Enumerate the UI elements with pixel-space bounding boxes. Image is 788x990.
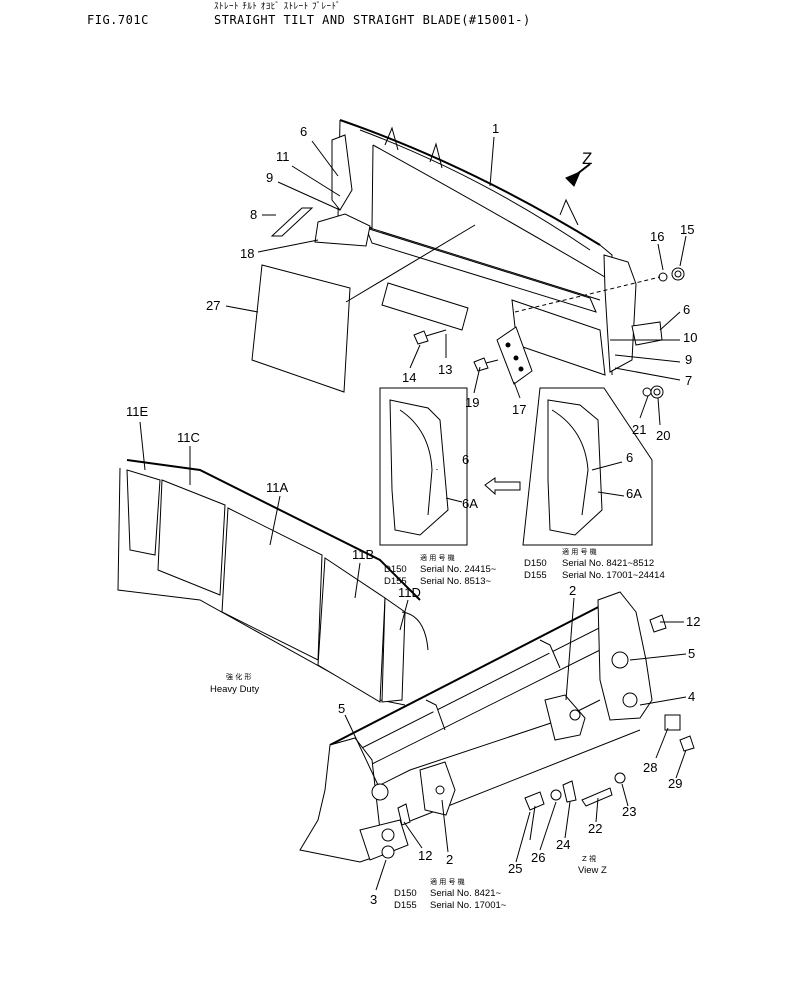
japanese-subtitle: ｽﾄﾚｰﾄ ﾁﾙﾄ ｵﾖﾋﾞ ｽﾄﾚｰﾄ ﾌﾞﾚｰﾄﾞ bbox=[214, 2, 341, 12]
callout-11: 11 bbox=[276, 149, 290, 164]
callout-1: 1 bbox=[492, 121, 499, 136]
callout-17: 17 bbox=[512, 402, 526, 417]
callout-24: 24 bbox=[556, 837, 570, 852]
figure-title: STRAIGHT TILT AND STRAIGHT BLADE(#15001-… bbox=[214, 13, 531, 27]
callout-3: 3 bbox=[370, 892, 377, 907]
heavy-duty-jp: 強 化 形 bbox=[226, 672, 251, 681]
serial-left-model-1: D150 bbox=[384, 564, 407, 575]
heavy-duty-text: Heavy Duty bbox=[210, 684, 259, 695]
callout-21: 21 bbox=[632, 422, 646, 437]
callout-11e: 11E bbox=[126, 404, 148, 419]
callout-11d: 11D bbox=[398, 585, 421, 600]
callout-7: 7 bbox=[685, 373, 692, 388]
view-z-marker: Z bbox=[582, 149, 592, 168]
callout-19: 19 bbox=[465, 395, 479, 410]
callout-12-left: 12 bbox=[418, 848, 432, 863]
callout-15: 15 bbox=[680, 222, 694, 237]
callout-6a-detail-left: 6A bbox=[462, 496, 478, 511]
view-z-text: View Z bbox=[578, 865, 607, 876]
callout-10: 10 bbox=[683, 330, 697, 345]
serial-bottom-model-2: D155 bbox=[394, 900, 417, 911]
lower-frame bbox=[299, 591, 695, 863]
callout-29: 29 bbox=[668, 776, 682, 791]
callout-18: 18 bbox=[240, 246, 254, 261]
callout-6: 6 bbox=[300, 124, 307, 139]
callout-11c: 11C bbox=[177, 430, 200, 445]
serial-left-text-2: Serial No. 8513~ bbox=[420, 576, 491, 587]
serial-right-text-1: Serial No. 8421~8512 bbox=[562, 558, 654, 569]
serial-note-bottom: 適 用 号 機 D150 Serial No. 8421~ D155 Seria… bbox=[394, 877, 507, 911]
callout-27: 27 bbox=[206, 298, 220, 313]
callout-2-top: 2 bbox=[569, 583, 576, 598]
serial-left-jp: 適 用 号 機 bbox=[420, 553, 455, 562]
callout-25: 25 bbox=[508, 861, 522, 876]
callout-9: 9 bbox=[266, 170, 273, 185]
callout-6-detail-left: 6 bbox=[462, 452, 469, 467]
detail-box-left bbox=[379, 387, 468, 546]
upper-blade bbox=[251, 119, 685, 399]
callout-16: 16 bbox=[650, 229, 664, 244]
serial-bottom-text-2: Serial No. 17001~ bbox=[430, 900, 507, 911]
callout-23: 23 bbox=[622, 804, 636, 819]
callout-13: 13 bbox=[438, 362, 452, 377]
callout-22: 22 bbox=[588, 821, 602, 836]
leader-lines bbox=[139, 136, 687, 891]
callout-11b: 11B bbox=[352, 547, 374, 562]
callout-6a-detail-right: 6A bbox=[626, 486, 642, 501]
serial-right-model-1: D150 bbox=[524, 558, 547, 569]
figure-number: FIG.701C bbox=[87, 13, 149, 27]
heavy-duty-note: 強 化 形 Heavy Duty bbox=[210, 672, 259, 695]
callout-28: 28 bbox=[643, 760, 657, 775]
callout-12-right: 12 bbox=[686, 614, 700, 629]
callout-5-left: 5 bbox=[338, 701, 345, 716]
callout-4: 4 bbox=[688, 689, 695, 704]
view-z-jp: Z 視 bbox=[582, 854, 596, 863]
heavy-duty-blade bbox=[117, 459, 429, 706]
serial-left-text-1: Serial No. 24415~ bbox=[420, 564, 497, 575]
callout-6-right: 6 bbox=[683, 302, 690, 317]
callout-5-right: 5 bbox=[688, 646, 695, 661]
serial-bottom-model-1: D150 bbox=[394, 888, 417, 899]
detail-box-right bbox=[522, 387, 653, 546]
serial-note-left: 適 用 号 機 D150 Serial No. 24415~ D155 Seri… bbox=[384, 553, 497, 587]
view-z-note: Z 視 View Z bbox=[578, 854, 607, 876]
callout-9-right: 9 bbox=[685, 352, 692, 367]
serial-note-right: 適 用 号 機 D150 Serial No. 8421~8512 D155 S… bbox=[524, 547, 665, 581]
serial-left-model-2: D155 bbox=[384, 576, 407, 587]
callout-14: 14 bbox=[402, 370, 416, 385]
callout-20: 20 bbox=[656, 428, 670, 443]
callouts: 1 6 11 9 8 18 27 14 13 19 17 16 15 6 10 … bbox=[126, 121, 700, 907]
serial-right-jp: 適 用 号 機 bbox=[562, 547, 597, 556]
callout-26: 26 bbox=[531, 850, 545, 865]
serial-right-text-2: Serial No. 17001~24414 bbox=[562, 570, 665, 581]
callout-11a: 11A bbox=[266, 480, 288, 495]
view-arrow bbox=[484, 477, 521, 496]
serial-bottom-jp: 適 用 号 機 bbox=[430, 877, 465, 886]
callout-8: 8 bbox=[250, 207, 257, 222]
callout-2-bottom: 2 bbox=[446, 852, 453, 867]
serial-bottom-text-1: Serial No. 8421~ bbox=[430, 888, 501, 899]
serial-right-model-2: D155 bbox=[524, 570, 547, 581]
callout-6-detail-right: 6 bbox=[626, 450, 633, 465]
